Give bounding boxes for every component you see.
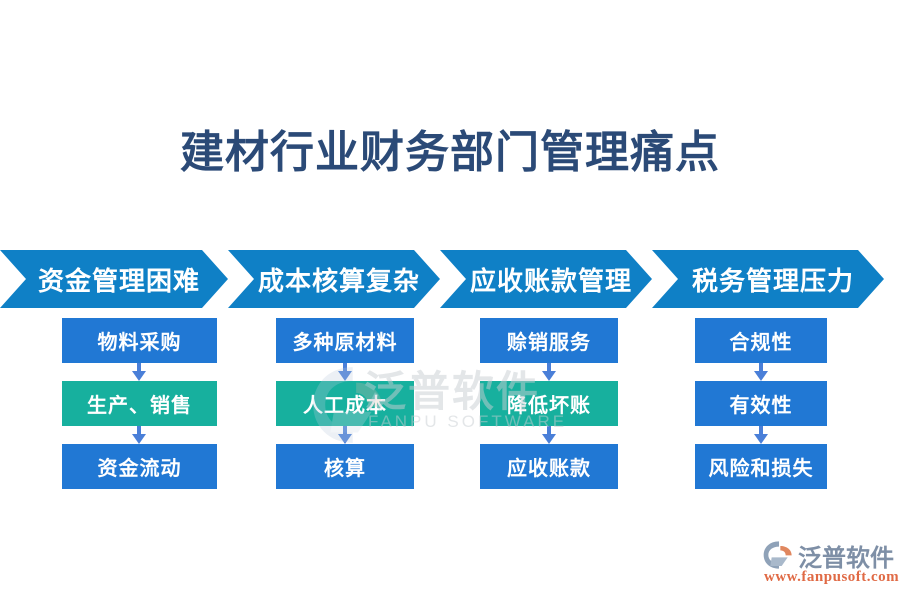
fanpu-logo-mark-icon [763,541,792,569]
flow-node-label: 人工成本 [303,395,387,417]
banner-label-2: 成本核算复杂 [257,266,420,296]
chevron-right-icon [652,250,884,308]
flow-node-label: 有效性 [729,395,793,417]
flow-node-1-2[interactable]: 生产、销售 [62,381,217,426]
chevron-right-icon [228,250,440,308]
banner-chevron-4[interactable]: 税务管理压力 [652,250,884,308]
banner-chevron-2[interactable]: 成本核算复杂 [228,250,440,308]
flow-node-label: 物料采购 [97,332,182,354]
brand-logo: 泛普软件 www.fanpusoft.com [762,538,899,590]
flow-node-4-3[interactable]: 风险和损失 [695,444,827,489]
banner-chevron-1[interactable]: 资金管理困难 [0,250,228,308]
flow-arrow-3-1 [540,363,558,381]
banner-label-3: 应收账款管理 [469,266,632,296]
flow-node-2-3[interactable]: 核算 [276,444,414,489]
flow-node-label: 资金流动 [97,458,182,480]
flow-node-label: 赊销服务 [507,332,591,354]
flow-arrow-1-1 [130,363,148,381]
chevron-right-icon [0,250,228,308]
flow-node-1-3[interactable]: 资金流动 [62,444,217,489]
flow-node-label: 风险和损失 [708,458,814,480]
page-title: 建材行业财务部门管理痛点 [180,128,720,177]
flow-node-label: 核算 [324,458,366,480]
banner-label-1: 资金管理困难 [37,266,200,296]
flow-arrow-4-1 [752,363,770,381]
flow-node-label: 应收账款 [507,458,591,480]
flow-node-4-2[interactable]: 有效性 [695,381,827,426]
flow-node-3-2[interactable]: 降低坏账 [480,381,618,426]
flow-node-label: 降低坏账 [507,395,591,417]
flow-node-label: 生产、销售 [87,395,192,417]
flow-arrow-2-1 [336,363,354,381]
flow-node-label: 合规性 [729,332,793,354]
flow-node-3-3[interactable]: 应收账款 [480,444,618,489]
flow-node-4-1[interactable]: 合规性 [695,318,827,363]
flow-node-2-2[interactable]: 人工成本 [276,381,414,426]
banner-row: 资金管理困难 成本核算复杂 应收账款管理 税务管理压力 [0,250,900,308]
banner-chevron-3[interactable]: 应收账款管理 [440,250,652,308]
flow-node-2-1[interactable]: 多种原材料 [276,318,414,363]
brand-logo-cn-text: 泛普软件 [798,545,894,572]
flow-arrow-1-2 [130,426,148,444]
chevron-right-icon [440,250,652,308]
brand-logo-url-text: www.fanpusoft.com [764,569,900,585]
flow-arrow-3-2 [540,426,558,444]
flow-node-1-1[interactable]: 物料采购 [62,318,217,363]
flow-arrow-4-2 [752,426,770,444]
flow-node-label: 多种原材料 [292,332,398,354]
flow-arrow-2-2 [336,426,354,444]
flow-node-3-1[interactable]: 赊销服务 [480,318,618,363]
banner-label-4: 税务管理压力 [691,266,854,296]
